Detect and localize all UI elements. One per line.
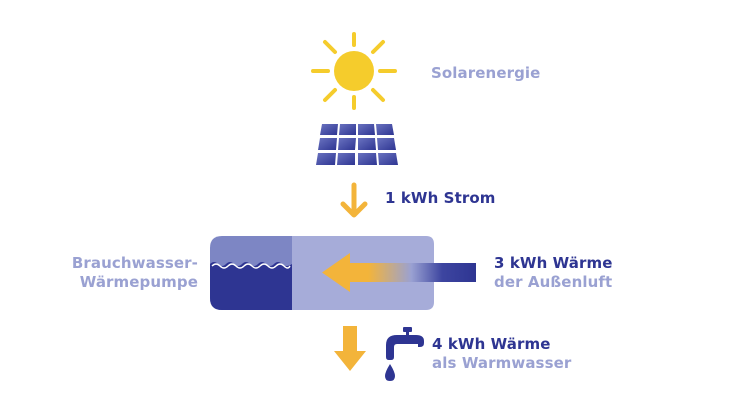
- pump-label-line1: Brauchwasser-: [71, 254, 198, 272]
- air-label-line1: 3 kWh Wärme: [494, 254, 613, 272]
- hot-water-label-line2: als Warmwasser: [432, 354, 572, 372]
- solar-panel-icon: [316, 124, 398, 165]
- solar-label: Solarenergie: [431, 64, 541, 82]
- power-label: 1 kWh Strom: [385, 189, 496, 207]
- air-label-line2: der Außenluft: [494, 273, 613, 291]
- water-tap-icon: [386, 327, 424, 360]
- air-heat-arrow: [322, 253, 476, 292]
- pump-label-line2: Wärmepumpe: [79, 273, 198, 291]
- hot-water-label-line1: 4 kWh Wärme: [432, 335, 551, 353]
- sun-icon: [311, 32, 397, 110]
- water-level: [210, 262, 292, 310]
- water-drop-icon: [385, 364, 395, 381]
- hot-water-arrow: [334, 326, 366, 371]
